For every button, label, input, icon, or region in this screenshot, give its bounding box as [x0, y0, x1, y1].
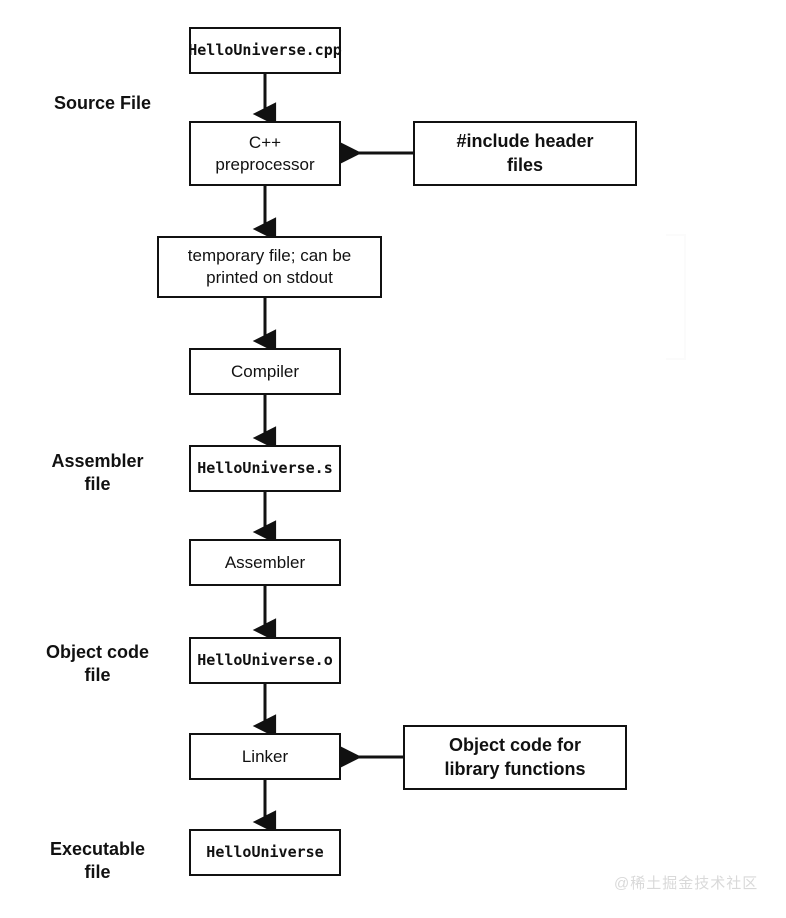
- node-library-object-code-label: Object code for library functions: [444, 735, 586, 779]
- stage-label-assembler-file: Assembler file: [51, 451, 144, 495]
- node-assembler-label: Assembler: [224, 552, 306, 572]
- node-library-object-code[interactable]: Object code for library functions: [403, 725, 627, 790]
- stage-label-source-file: Source File: [53, 93, 152, 113]
- node-include-headers[interactable]: #include header files: [413, 121, 637, 186]
- node-linker-label: Linker: [241, 746, 289, 766]
- node-assembly-s-label: HelloUniverse.s: [197, 458, 333, 477]
- node-executable-bin-label: HelloUniverse: [206, 842, 324, 861]
- node-temporary-file-label: temporary file; can be printed on stdout: [187, 246, 352, 287]
- node-source-cpp[interactable]: HelloUniverse.cpp: [188, 27, 342, 74]
- node-preprocessor-label: C++ preprocessor: [215, 132, 315, 174]
- stage-label-executable-file: Executable file: [49, 839, 146, 883]
- node-assembly-s[interactable]: HelloUniverse.s: [189, 445, 341, 492]
- watermark: @稀土掘金技术社区: [614, 875, 759, 892]
- node-source-cpp-label: HelloUniverse.cpp: [188, 40, 342, 59]
- node-object-o-label: HelloUniverse.o: [197, 650, 333, 669]
- node-compiler-label: Compiler: [230, 361, 300, 381]
- background-artifact: [666, 234, 686, 360]
- node-preprocessor[interactable]: C++ preprocessor: [189, 121, 341, 186]
- node-temporary-file[interactable]: temporary file; can be printed on stdout: [157, 236, 382, 298]
- node-include-headers-label: #include header files: [456, 131, 594, 175]
- stage-label-object-code-file: Object code file: [45, 642, 150, 686]
- node-linker[interactable]: Linker: [189, 733, 341, 780]
- node-assembler[interactable]: Assembler: [189, 539, 341, 586]
- node-object-o[interactable]: HelloUniverse.o: [189, 637, 341, 684]
- node-executable-bin[interactable]: HelloUniverse: [189, 829, 341, 876]
- node-compiler[interactable]: Compiler: [189, 348, 341, 395]
